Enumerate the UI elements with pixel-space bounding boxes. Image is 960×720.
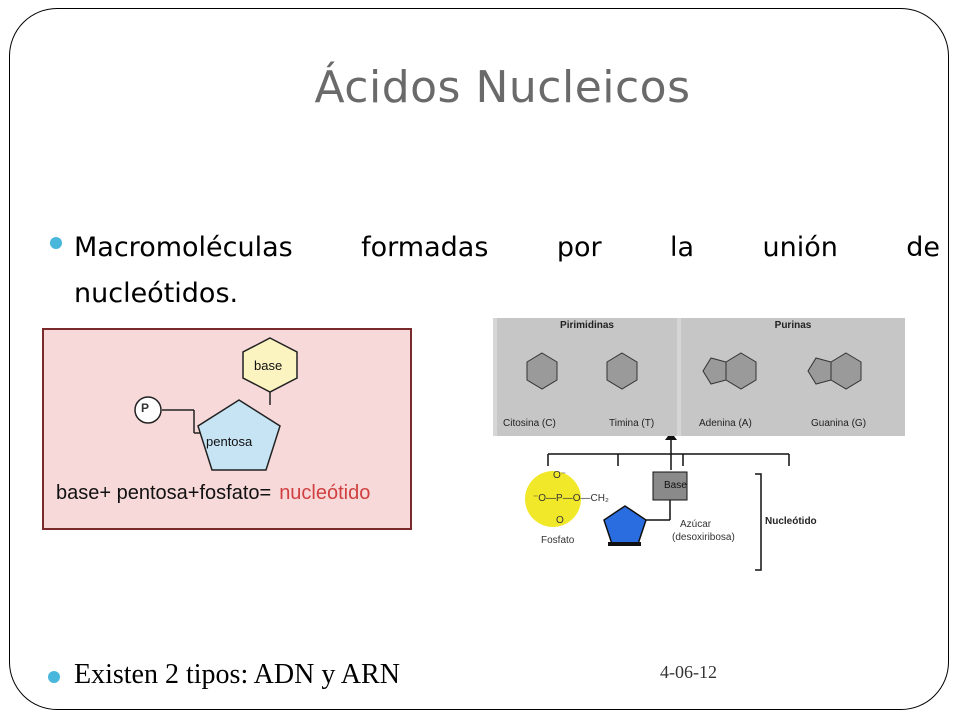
nucleotide-schematic [134, 337, 298, 471]
equation-result: nucleótido [279, 482, 371, 504]
slide-date: 4-06-12 [660, 662, 717, 682]
sugar-label: pentosa [206, 434, 253, 449]
base-caption-g: Guanina (G) [811, 418, 867, 429]
slide-title: Ácidos Nucleicos [314, 62, 691, 113]
bullet-text-1: Macromoléculas formadas por la unión de … [74, 225, 940, 317]
purines-title: Purinas [774, 320, 812, 331]
bullet1-word: unión [762, 232, 838, 263]
phosphate-o-top: O⁻ [553, 470, 567, 481]
base-caption-a: Adenina (A) [699, 418, 752, 429]
nucleotide-equation: base+ pentosa+fosfato= nucleótido [56, 482, 370, 505]
base-caption-t: Timina (T) [609, 418, 655, 429]
pentose-pentagon [197, 399, 281, 471]
bullet1-word: por [556, 232, 602, 263]
phosphate-circle [134, 396, 162, 424]
base-label: base [254, 358, 283, 373]
nucleotide-structure [525, 436, 790, 571]
phosphate-formula: ⁻O—P—O—CH₂ [533, 493, 609, 504]
bullet-dot-1 [50, 237, 62, 249]
phosphate-highlight [525, 471, 581, 527]
base-box [652, 471, 688, 501]
pyrimidine-structures [526, 352, 638, 390]
bullet1-word: formadas [361, 232, 489, 263]
bullet1-word: de [906, 232, 940, 263]
base-hexagon [242, 337, 298, 393]
bullet1-word: Macromoléculas [74, 232, 293, 263]
sugar-sub-label: (desoxiribosa) [672, 532, 735, 543]
purine-structures [702, 352, 862, 390]
base-caption-c: Citosina (C) [503, 418, 556, 429]
bullet1-word: la [670, 232, 695, 263]
bullet-text-2: Existen 2 tipos: ADN y ARN [74, 659, 400, 690]
sugar-pentagon [603, 505, 647, 545]
nucleotide-diagram: P base pentosa base+ pentosa+fosfato= nuc… [42, 328, 412, 530]
bullet-dot-2 [48, 671, 60, 683]
phosphate-label: P [141, 401, 150, 415]
base-box-label: Base [664, 480, 687, 491]
phosphate-label: Fosfato [541, 535, 575, 546]
sugar-label: Azúcar [680, 519, 712, 530]
bullet1-line2: nucleótidos. [74, 278, 239, 309]
equation-text: base+ pentosa+fosfato= [56, 482, 272, 504]
pyrimidines-pane: Pirimidinas Citosina (C) Timina (T) [497, 318, 677, 436]
purines-pane: Purinas Adenina (A) Guanina (G) [681, 318, 905, 436]
nucleotide-label: Nucleótido [765, 516, 817, 527]
nitrogen-bases-panel: Pirimidinas Citosina (C) Timina (T) Puri… [493, 318, 905, 436]
slide-frame [9, 8, 949, 710]
phosphate-o-bottom: O [556, 515, 564, 526]
pyrimidines-title: Pirimidinas [560, 320, 614, 331]
